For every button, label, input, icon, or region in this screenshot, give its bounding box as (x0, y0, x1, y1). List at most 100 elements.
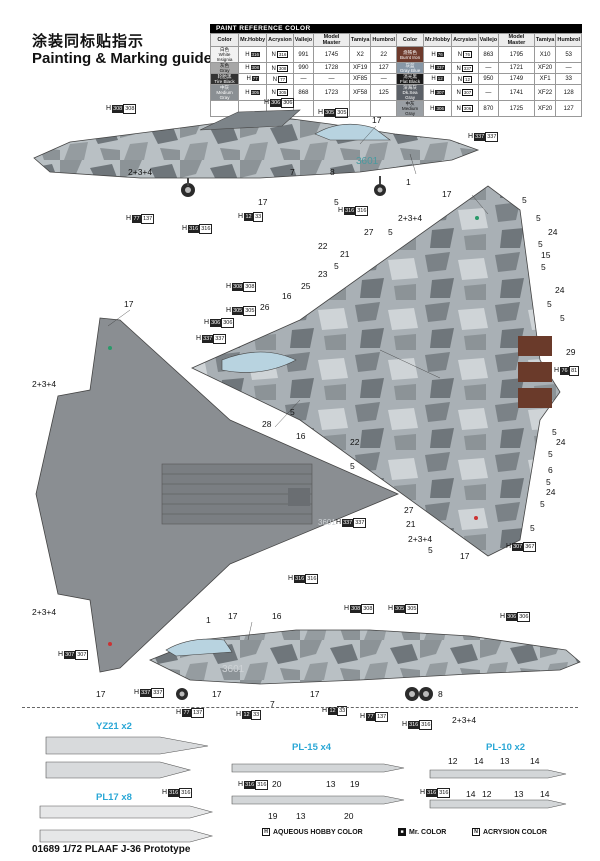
callout-27: 27 (404, 505, 414, 515)
callout-14: 14 (474, 756, 484, 766)
callout-13: 13 (514, 789, 524, 799)
callout-5: 5 (541, 262, 546, 272)
paint-col-header: Acrysion (451, 33, 479, 47)
weapon-pl10 (429, 769, 567, 809)
callout-17: 17 (228, 611, 238, 621)
callout-24: 24 (546, 487, 556, 497)
callout-5: 5 (547, 299, 552, 309)
callout-12: 12 (448, 756, 458, 766)
side-profile-bottom: 3601 (149, 629, 581, 701)
callout-17: 17 (124, 299, 134, 309)
callout-29: 29 (566, 347, 576, 357)
callout-2plus3plus4: 2+3+4 (408, 534, 433, 544)
callout-14: 14 (540, 789, 550, 799)
paint-col-header: Mr.Hobby (238, 33, 268, 47)
svg-text:3601: 3601 (318, 518, 336, 527)
paint-col-header: Tamiya (533, 33, 557, 47)
callout-5: 5 (428, 545, 433, 555)
weapon-yz21 (45, 736, 209, 779)
acrysion-icon: N (472, 828, 480, 836)
callout-25: 25 (301, 281, 311, 291)
callout-23: 23 (318, 269, 328, 279)
callout-20: 20 (344, 811, 354, 821)
paint-col-header: Vallejo (477, 33, 500, 47)
paint-table-caption: PAINT REFERENCE COLOR (210, 24, 582, 33)
callout-21: 21 (406, 519, 416, 529)
mr-color-icon: ■ (398, 828, 406, 836)
callout-24: 24 (548, 227, 558, 237)
callout-17: 17 (212, 689, 222, 699)
callout-13: 13 (500, 756, 510, 766)
paint-model-master: 1728 (313, 62, 350, 74)
callout-5: 5 (546, 477, 551, 487)
callout-13: 13 (296, 811, 306, 821)
callout-17: 17 (460, 551, 470, 561)
callout-13: 13 (326, 779, 336, 789)
callout-19: 19 (350, 779, 360, 789)
weapon-label-pl17: PL17 x8 (96, 792, 132, 803)
callout-5: 5 (560, 313, 565, 323)
callout-1: 1 (406, 177, 411, 187)
title-chinese: 涂装同标贴指示 (32, 32, 145, 50)
paint-col-header: Color (396, 33, 425, 47)
callout-7: 7 (270, 699, 275, 709)
callout-5: 5 (540, 499, 545, 509)
svg-text:3601: 3601 (356, 156, 379, 167)
callout-5: 5 (334, 197, 339, 207)
callout-21: 21 (340, 249, 350, 259)
paint-reference-table: PAINT REFERENCE COLOR Color Mr.Hobby Acrys… (209, 24, 582, 117)
callout-16: 16 (296, 431, 306, 441)
callout-16: 16 (282, 291, 292, 301)
callout-2plus3plus4: 2+3+4 (398, 213, 423, 223)
callout-22: 22 (318, 241, 328, 251)
callout-12: 12 (482, 789, 492, 799)
side-profile-top: 3601 (33, 109, 480, 197)
callout-27: 27 (364, 227, 374, 237)
callout-14: 14 (466, 789, 476, 799)
paint-col-header: Tamiya (348, 33, 372, 47)
callout-7: 7 (290, 167, 295, 177)
callout-6: 6 (548, 465, 553, 475)
paint-model-master: 1725 (498, 100, 535, 117)
callout-15: 15 (541, 250, 551, 260)
callout-17: 17 (96, 689, 106, 699)
top-planform (191, 185, 561, 557)
svg-text:3601: 3601 (222, 664, 245, 675)
callout-14: 14 (530, 756, 540, 766)
footer-title: 01689 1/72 PLAAF J-36 Prototype (32, 844, 191, 855)
weapon-pl17 (39, 805, 214, 843)
callout-19: 19 (268, 811, 278, 821)
underside-planform: 3601 (35, 317, 400, 673)
callout-8: 8 (330, 167, 335, 177)
weapon-label-pl10: PL-10 x2 (486, 742, 526, 753)
paint-col-header: Model Master (498, 33, 535, 47)
callout-1: 1 (206, 615, 211, 625)
